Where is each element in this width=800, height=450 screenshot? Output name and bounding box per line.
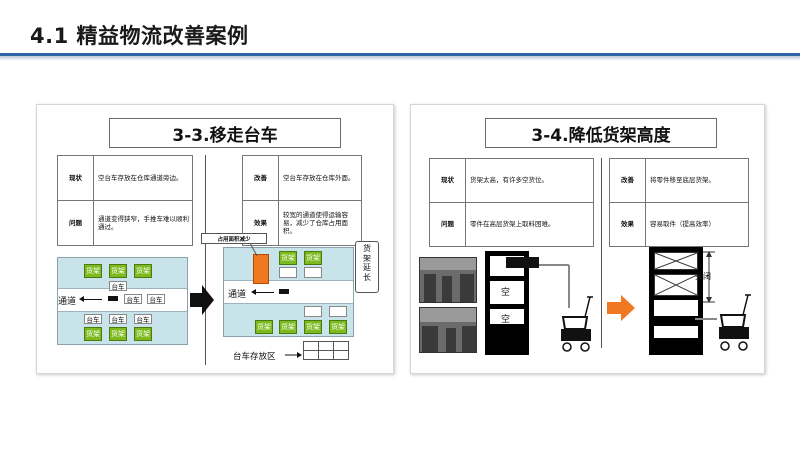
before-aisle xyxy=(58,288,187,312)
label-problem: 问题 xyxy=(57,200,94,246)
value-improvement: 将零件移至底层货架。 xyxy=(645,158,749,203)
label-problem: 问题 xyxy=(429,202,466,247)
shelf-block: 货架 xyxy=(255,320,273,334)
warehouse-photo xyxy=(419,307,477,353)
tall-rack: 空 空 xyxy=(485,251,529,355)
value-problem: 通道变得狭窄，手推车难以顺利通过。 xyxy=(93,200,193,246)
case-title: 3-3.移走台车 xyxy=(109,118,341,148)
hand-cart xyxy=(108,296,118,301)
rack-bottom-bin xyxy=(490,324,524,350)
before-layout: 货架 货架 货架 台车 通道 台车 台车 台车 台车 台车 货架 货架 货架 xyxy=(57,257,188,345)
closed-label: 关闭 xyxy=(695,272,711,281)
dimension-arrow-icon xyxy=(703,251,715,303)
shelf-block: 货架 xyxy=(304,251,322,265)
case-panel-lower-rack: 3-4.降低货架高度 现状 货架太高，有许多空货位。 问题 零件在高层货架上取料… xyxy=(410,104,765,374)
shelf-block: 货架 xyxy=(84,327,102,341)
page-title: 4.1 精益物流改善案例 xyxy=(30,24,249,48)
value-improvement: 空台车存放在仓库外面。 xyxy=(278,155,362,201)
empty-slot xyxy=(279,267,297,278)
rack-shelf xyxy=(654,270,698,274)
reach-arm-icon xyxy=(539,264,570,308)
rack-part-bin xyxy=(654,338,698,350)
shelf-block: 货架 xyxy=(279,251,297,265)
status-problem-table: 现状 空台车存放在仓库通道旁边。 问题 通道变得狭窄，手推车难以顺利通过。 xyxy=(57,155,193,246)
cart-storage-grid xyxy=(303,341,349,360)
title-underline xyxy=(0,53,800,56)
shelf-block: 货架 xyxy=(134,327,152,341)
cart-label: 台车 xyxy=(109,281,127,291)
shelf-ext-char: 长 xyxy=(363,272,371,282)
shelf-ext-char: 货 xyxy=(363,244,371,253)
aisle-label: 通道 xyxy=(228,290,247,300)
improvement-arrow-icon xyxy=(607,295,635,321)
shelf-block: 货架 xyxy=(134,264,152,278)
shelf-block: 货架 xyxy=(279,320,297,334)
value-problem: 零件在高层货架上取料困难。 xyxy=(465,202,594,247)
after-layout: 货架 货架 通道 货架 货架 货架 货架 xyxy=(223,247,354,337)
flow-arrow-head xyxy=(251,289,256,295)
hand-cart-icon xyxy=(719,294,751,351)
improvement-effect-table: 改善 将零件移至底层货架。 效果 容易取件（提高效率） xyxy=(609,158,749,247)
flow-arrow-head xyxy=(79,296,84,302)
label-status: 现状 xyxy=(57,155,94,201)
reach-arm-icon xyxy=(695,318,717,320)
shelf-ext-char: 架 xyxy=(363,253,371,263)
shelf-block: 货架 xyxy=(109,327,127,341)
pointer-arrow-icon xyxy=(285,352,302,358)
aisle-label: 通道 xyxy=(58,297,77,307)
label-improvement: 改善 xyxy=(609,158,646,203)
label-effect: 效果 xyxy=(609,202,646,247)
improvement-effect-table: 改善 空台车存放在仓库外面。 效果 较宽的通道使得运输容易，减少了仓库占用面积。 xyxy=(242,155,362,246)
status-problem-table: 现状 货架太高，有许多空货位。 问题 零件在高层货架上取料困难。 xyxy=(429,158,594,247)
warehouse-photo xyxy=(419,257,477,303)
hand-cart-icon xyxy=(561,296,593,352)
rack-shelf xyxy=(490,276,524,281)
hand-cart xyxy=(279,289,289,294)
value-status: 空台车存放在仓库通道旁边。 xyxy=(93,155,193,201)
empty-slot xyxy=(304,306,322,317)
label-status: 现状 xyxy=(429,158,466,203)
empty-slot xyxy=(304,267,322,278)
label-improvement: 改善 xyxy=(242,155,279,201)
empty-slot xyxy=(329,306,347,317)
value-effect: 较宽的通道使得运输容易，减少了仓库占用面积。 xyxy=(278,200,362,246)
high-part-bin xyxy=(506,257,539,268)
reduced-area-highlight xyxy=(253,254,269,284)
value-effect: 容易取件（提高效率） xyxy=(645,202,749,247)
flow-arrow xyxy=(82,299,102,300)
shelf-block: 货架 xyxy=(109,264,127,278)
rack-shelf xyxy=(490,304,524,309)
empty-slot-label: 空 xyxy=(501,315,511,325)
rack-part-bin xyxy=(654,316,698,326)
cart-label: 台车 xyxy=(84,314,102,324)
cross-icon xyxy=(654,274,698,296)
empty-slot-label: 空 xyxy=(501,288,511,298)
cart-label: 台车 xyxy=(147,294,165,304)
callout-pointer-icon xyxy=(249,243,258,257)
shelf-extended-note: 货 架 延 长 xyxy=(355,241,379,293)
flow-arrow xyxy=(254,292,274,293)
shelf-ext-char: 延 xyxy=(363,263,371,273)
closed-slot xyxy=(654,252,698,270)
area-reduced-callout: 占用面积减少 xyxy=(201,233,267,244)
transition-arrow-icon xyxy=(190,285,214,315)
shelf-block: 货架 xyxy=(84,264,102,278)
vertical-divider xyxy=(601,158,602,348)
cart-label: 台车 xyxy=(124,294,142,304)
shelf-block: 货架 xyxy=(329,320,347,334)
cross-icon xyxy=(654,252,698,270)
closed-slot xyxy=(654,274,698,296)
cart-storage-label: 台车存放区 xyxy=(233,352,276,362)
case-title: 3-4.降低货架高度 xyxy=(485,118,717,148)
rack-shelf xyxy=(654,296,698,300)
vertical-divider xyxy=(205,155,206,365)
shelf-block: 货架 xyxy=(304,320,322,334)
lowered-rack xyxy=(649,247,703,355)
cart-label: 台车 xyxy=(109,314,127,324)
cart-label: 台车 xyxy=(134,314,152,324)
case-panel-move-carts: 3-3.移走台车 现状 空台车存放在仓库通道旁边。 问题 通道变得狭窄，手推车难… xyxy=(36,104,394,374)
title-underline-shadow xyxy=(0,56,800,61)
value-status: 货架太高，有许多空货位。 xyxy=(465,158,594,203)
